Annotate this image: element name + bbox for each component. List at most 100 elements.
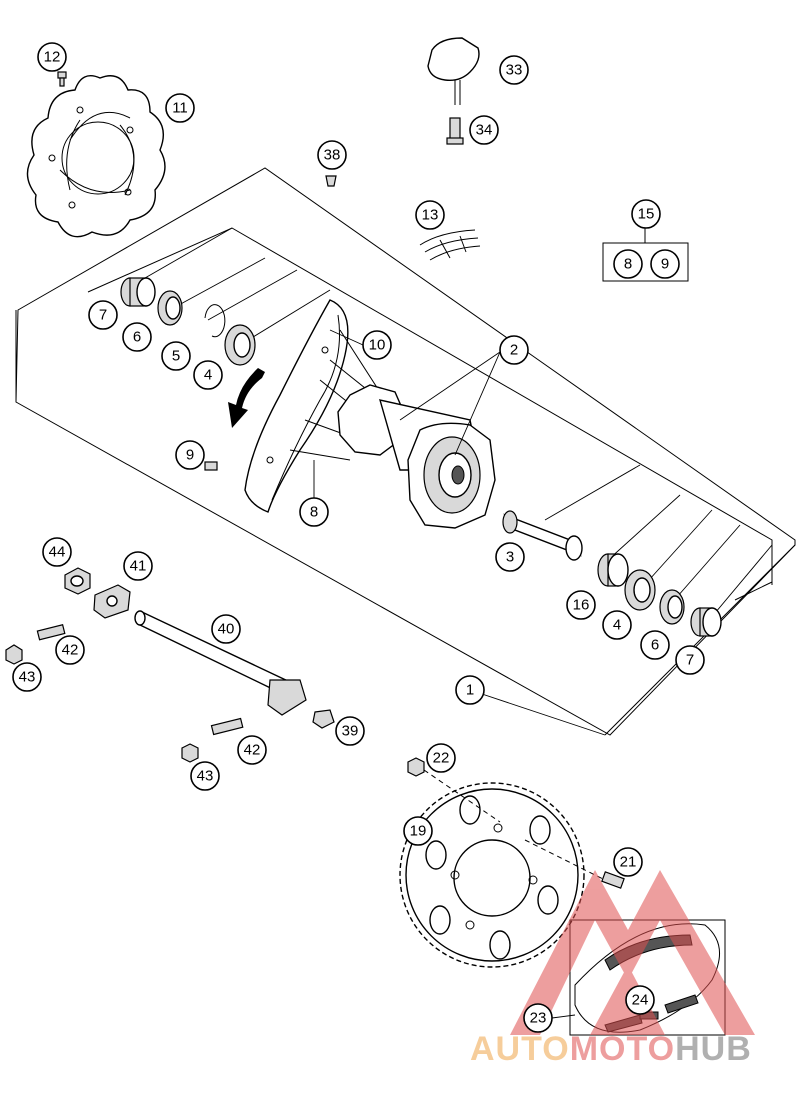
distance-bushing: [597, 553, 629, 587]
brake-disc: [26, 75, 166, 238]
callout-12: 12: [37, 42, 67, 72]
callout-9-kit: 9: [650, 249, 680, 279]
shaft-seal-right: [659, 589, 685, 625]
rotation-direction-arrow: [228, 368, 265, 428]
watermark-auto: AUTO: [470, 1030, 570, 1068]
svg-text:9: 9: [661, 256, 669, 273]
callout-4-right: 4: [602, 610, 632, 640]
watermark-moto: MOTO: [569, 1030, 676, 1068]
svg-text:1: 1: [466, 682, 474, 699]
callout-33: 33: [499, 55, 529, 85]
bearing-right: [624, 569, 656, 611]
svg-text:24: 24: [632, 992, 649, 1009]
svg-text:38: 38: [324, 147, 341, 164]
svg-text:9: 9: [186, 447, 194, 464]
adjuster-nut-lower: [181, 743, 199, 763]
svg-text:8: 8: [310, 504, 318, 521]
adjuster-bolt-lower: [210, 717, 244, 736]
callout-23: 23: [523, 1003, 553, 1033]
callout-43-upper: 43: [12, 662, 42, 692]
callout-22: 22: [426, 743, 456, 773]
callout-40: 40: [211, 614, 241, 644]
rim: [244, 299, 349, 513]
leader-lines-left: [144, 227, 773, 626]
callout-6-right: 6: [640, 630, 670, 660]
svg-text:19: 19: [410, 823, 427, 840]
spacer-sleeve: [502, 510, 583, 561]
svg-text:43: 43: [19, 669, 36, 686]
svg-text:10: 10: [369, 337, 386, 354]
callout-4-left: 4: [193, 360, 223, 390]
svg-text:23: 23: [530, 1010, 547, 1027]
svg-text:42: 42: [62, 642, 79, 659]
callout-2: 2: [499, 335, 529, 365]
callout-1: 1: [455, 675, 485, 705]
svg-text:4: 4: [613, 617, 621, 634]
svg-text:6: 6: [651, 637, 659, 654]
callout-10: 10: [362, 330, 392, 360]
callout-24: 24: [625, 985, 655, 1015]
adjuster-nut-upper: [5, 644, 23, 665]
svg-text:41: 41: [130, 558, 147, 575]
callout-3: 3: [495, 542, 525, 572]
svg-text:3: 3: [506, 549, 514, 566]
rim-lock-nut: [446, 117, 464, 145]
svg-text:13: 13: [422, 207, 439, 224]
svg-text:2: 2: [510, 342, 518, 359]
callout-16: 16: [566, 590, 596, 620]
callout-5: 5: [161, 341, 191, 371]
svg-text:7: 7: [686, 652, 694, 669]
callout-7-right: 7: [675, 645, 705, 675]
callout-41: 41: [123, 551, 153, 581]
adjuster-bolt-upper: [36, 624, 66, 641]
callout-39: 39: [335, 716, 365, 746]
svg-text:8: 8: [624, 256, 632, 273]
assembly-frame: [15, 167, 796, 736]
callout-38: 38: [317, 140, 347, 170]
watermark-brand-text: AUTOMOTOHUB: [470, 1030, 800, 1070]
svg-text:43: 43: [197, 768, 214, 785]
callout-42-lower: 42: [237, 735, 267, 765]
callout-42-upper: 42: [55, 635, 85, 665]
spoke-set: [419, 229, 481, 261]
valve-cap: [427, 37, 480, 105]
callout-6-left: 6: [122, 322, 152, 352]
callout-9: 9: [175, 440, 205, 470]
callout-8: 8: [299, 497, 329, 527]
chain-adjuster: [93, 584, 131, 619]
svg-text:42: 42: [244, 742, 261, 759]
hub: [337, 384, 496, 529]
axle-plug: [312, 709, 335, 729]
svg-text:4: 4: [204, 367, 212, 384]
rear-sprocket: [399, 782, 585, 968]
svg-text:21: 21: [620, 854, 637, 871]
svg-text:7: 7: [99, 307, 107, 324]
svg-text:22: 22: [433, 750, 450, 767]
svg-text:39: 39: [342, 723, 359, 740]
callout-21: 21: [613, 847, 643, 877]
sprocket-nut: [407, 757, 425, 777]
svg-text:33: 33: [506, 62, 523, 79]
nipple-screw: [204, 461, 218, 471]
svg-text:44: 44: [49, 544, 66, 561]
sprocket-screw: [601, 871, 625, 889]
bearing-left: [224, 324, 256, 366]
svg-text:12: 12: [44, 49, 61, 66]
callout-13: 13: [415, 200, 445, 230]
svg-text:16: 16: [573, 597, 590, 614]
watermark-hub: HUB: [675, 1030, 752, 1068]
callout-15: 15: [631, 199, 661, 229]
axle: [134, 610, 307, 716]
callout-19: 19: [403, 816, 433, 846]
callout-8-kit: 8: [613, 249, 643, 279]
callout-11: 11: [165, 93, 195, 123]
spacer-left: [120, 277, 156, 307]
callout-44: 44: [42, 537, 72, 567]
svg-text:34: 34: [476, 122, 493, 139]
svg-text:6: 6: [133, 329, 141, 346]
shaft-seal-left: [157, 290, 183, 326]
axle-nut: [64, 567, 91, 595]
callout-7-left: 7: [88, 300, 118, 330]
svg-text:5: 5: [172, 348, 180, 365]
